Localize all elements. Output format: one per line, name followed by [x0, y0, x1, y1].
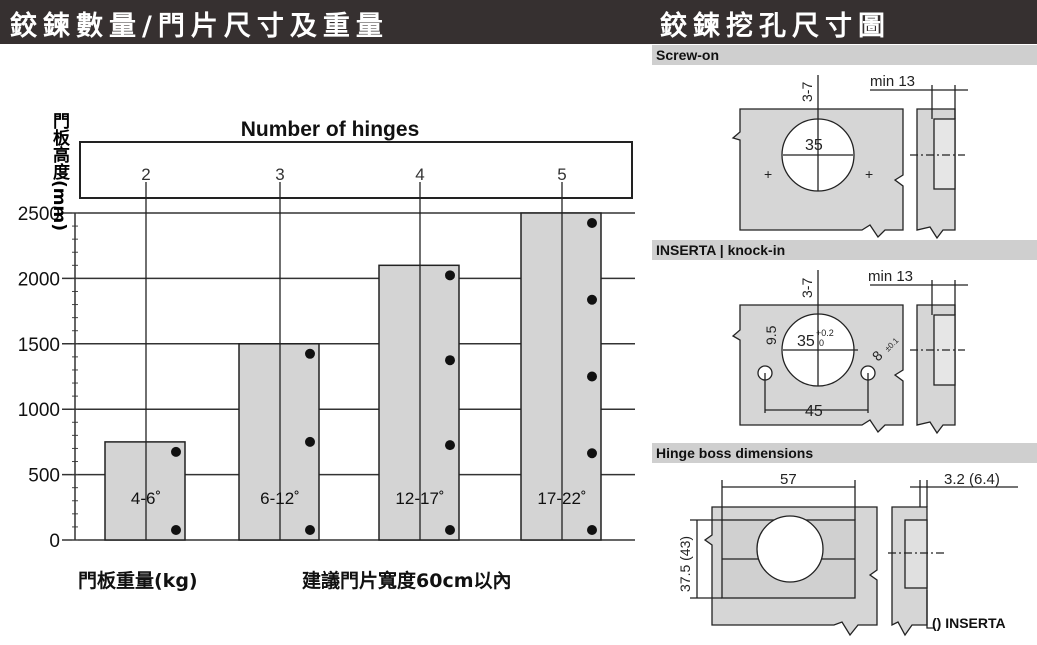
- hinge-dot: [445, 440, 455, 451]
- weight-label: 6-12˚: [260, 489, 300, 508]
- y-tick-label: 500: [28, 466, 60, 487]
- y-axis-label: 門板高度(mm): [49, 112, 69, 231]
- weight-label: 17-22˚: [537, 489, 586, 508]
- section-inserta: INSERTA | knock-in: [652, 240, 1037, 260]
- hinge-dot: [587, 371, 597, 382]
- hinge-count-label: 2: [141, 165, 150, 184]
- svg-text:3-7: 3-7: [799, 82, 815, 102]
- svg-text:±0.1: ±0.1: [883, 336, 901, 354]
- right-title: 鉸鍊挖孔尺寸圖: [660, 11, 891, 42]
- hinge-count-box: [79, 141, 633, 199]
- left-title: 鉸鍊數量/門片尺寸及重量: [10, 11, 389, 42]
- hinge-dot: [445, 525, 455, 535]
- hinge-dot: [171, 525, 181, 535]
- bar-2-hinges: [104, 441, 186, 541]
- title-bar: [0, 0, 1037, 44]
- hinge-dot: [587, 218, 597, 228]
- svg-text:37.5 (43): 37.5 (43): [677, 536, 693, 592]
- hinge-dot: [445, 270, 455, 281]
- y-tick-label: 1000: [18, 400, 60, 421]
- hinge-dot: [305, 348, 315, 359]
- hinge-dot: [587, 294, 597, 305]
- hinge-count-label: 4: [415, 165, 424, 184]
- svg-text:3-7: 3-7: [799, 278, 815, 298]
- y-tick-label: 0: [49, 531, 60, 552]
- hinge-dot: [305, 436, 315, 447]
- section-screw-on: Screw-on: [652, 45, 1037, 65]
- svg-text:() INSERTA: () INSERTA: [932, 615, 1006, 631]
- hinge-dot: [305, 525, 315, 535]
- svg-text:57: 57: [780, 471, 797, 488]
- x-axis-label: 門板重量(kg): [78, 570, 198, 592]
- hinge-dot: [587, 448, 597, 459]
- svg-text:35: 35: [797, 333, 815, 350]
- boss-diagram: 57 3.2 (6.4) 37.5 (43) () INSERTA: [677, 471, 1018, 637]
- hinge-count-label: 3: [275, 165, 284, 184]
- chart-title: Number of hinges: [241, 118, 420, 141]
- svg-text:min 13: min 13: [870, 73, 915, 90]
- svg-text:0: 0: [819, 338, 824, 348]
- y-tick-label: 1500: [18, 335, 60, 356]
- y-tick-label: 2000: [18, 269, 60, 290]
- hinge-dot: [445, 355, 455, 366]
- svg-text:+: +: [764, 166, 772, 182]
- weight-label: 12-17˚: [395, 489, 444, 508]
- screw-on-diagram: + + 35 min 13 3-7: [731, 73, 968, 240]
- svg-text:3.2 (6.4): 3.2 (6.4): [944, 471, 1000, 488]
- hinge-dot: [171, 446, 181, 457]
- hinge-chart: 0 500 1000 1500 2000 2500 Number of hinges 2 4-6…: [18, 118, 635, 552]
- width-note: 建議門片寬度60cm以內: [302, 570, 512, 592]
- svg-text:8: 8: [869, 347, 886, 364]
- bar-4-hinges: [378, 264, 460, 541]
- inserta-diagram: 35 +0.2 0 45 min 13 3-7 9.5 8 ±0.1: [731, 268, 968, 435]
- y-tick-label: 2500: [18, 204, 60, 225]
- svg-text:45: 45: [805, 403, 823, 420]
- svg-text:9.5: 9.5: [763, 325, 779, 345]
- weight-label: 4-6˚: [131, 489, 161, 508]
- svg-text:min 13: min 13: [868, 268, 913, 285]
- hinge-count-label: 5: [557, 165, 566, 184]
- svg-text:35: 35: [805, 137, 823, 154]
- section-boss: Hinge boss dimensions: [652, 443, 1037, 463]
- hinge-dot: [587, 525, 597, 535]
- svg-text:+: +: [865, 166, 873, 182]
- svg-text:+0.2: +0.2: [816, 328, 834, 338]
